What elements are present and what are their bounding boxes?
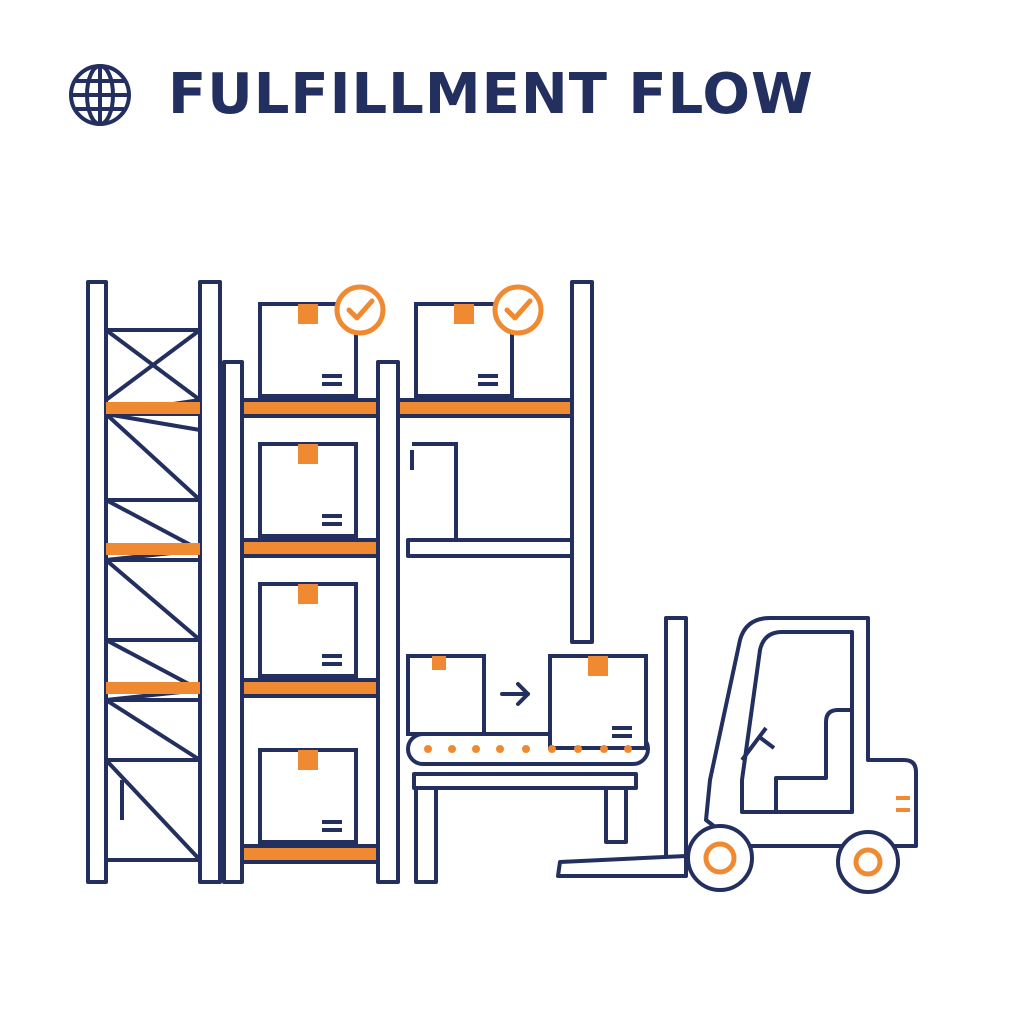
rack-upright-right — [570, 280, 594, 644]
rack-box-partial — [412, 442, 458, 540]
header: FULFILLMENT FLOW — [66, 58, 814, 132]
conveyor-rollers — [424, 745, 632, 753]
conveyor-box — [406, 654, 486, 736]
rack-truss — [86, 280, 222, 884]
shelf-accents — [106, 402, 910, 860]
forklift-wheels — [686, 824, 900, 894]
rack-box — [258, 442, 358, 538]
check-badge-icon — [337, 287, 383, 333]
rack-box — [258, 582, 358, 678]
check-badge-icon — [495, 287, 541, 333]
globe-icon — [69, 64, 131, 126]
forklift-icon — [556, 616, 918, 878]
rack-upright-middle — [376, 360, 400, 884]
conveyor-box — [548, 654, 648, 750]
arrow-right-icon — [500, 682, 530, 706]
rack-box — [258, 748, 358, 844]
page-title: FULFILLMENT FLOW — [168, 62, 814, 127]
rack-upright — [222, 360, 244, 884]
